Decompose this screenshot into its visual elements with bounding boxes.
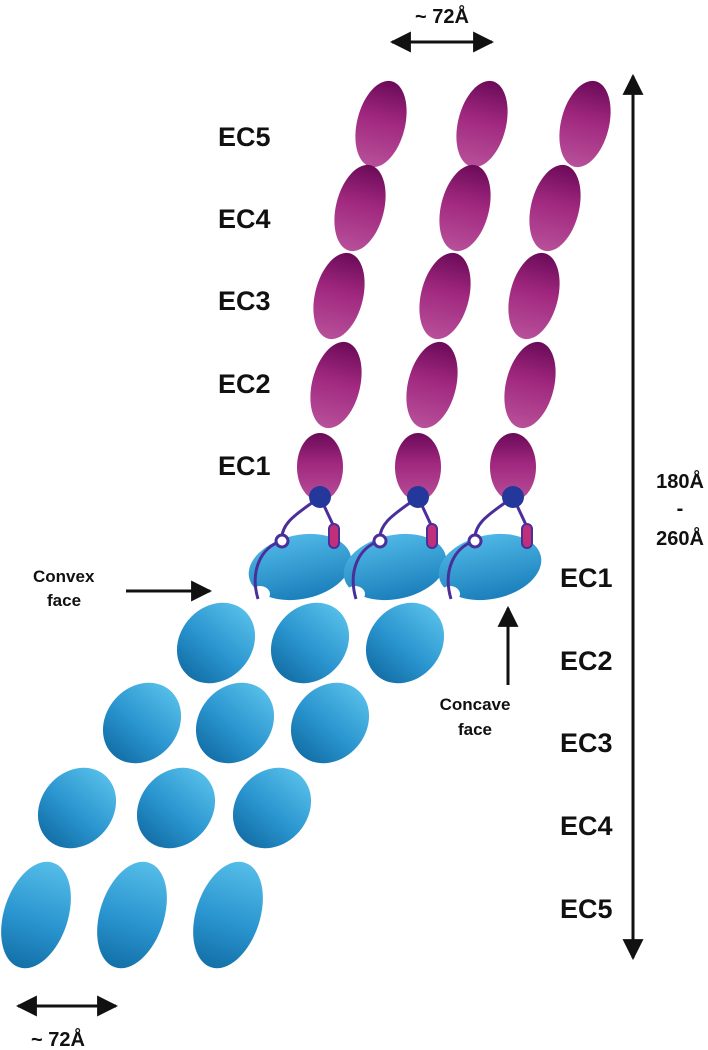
lower-strand-2-domain-ec1 bbox=[343, 533, 447, 601]
lower-strand-2-domain-ec5 bbox=[97, 861, 167, 969]
upper-domain-label-ec2: EC2 bbox=[218, 369, 271, 399]
concave-face-label-line1: Concave bbox=[440, 695, 511, 714]
lower-strand-3-domain-ec3 bbox=[290, 682, 370, 764]
upper-strand-1-domain-ec5 bbox=[355, 80, 407, 168]
bottom-width-label: ~ 72Å bbox=[31, 1027, 85, 1050]
lower-strand-1-domain-ec5 bbox=[1, 861, 71, 969]
upper-domain-label-ec5: EC5 bbox=[218, 122, 271, 152]
lower-strand-1-domain-ec3 bbox=[102, 682, 182, 764]
linker-region bbox=[253, 486, 533, 600]
upper-domain-label-ec4: EC4 bbox=[218, 204, 271, 234]
lower-strand-2-domain-ec4 bbox=[136, 767, 216, 849]
lower-domain-label-ec1: EC1 bbox=[560, 563, 613, 593]
lower-domain-label-ec2: EC2 bbox=[560, 646, 613, 676]
lower-strand-1-domain-ec2 bbox=[176, 602, 256, 684]
tip-marker bbox=[328, 523, 340, 549]
tip-marker bbox=[521, 523, 533, 549]
convex-face-label-line1: Convex bbox=[33, 567, 95, 586]
upper-cadherin-strands bbox=[297, 80, 611, 501]
linker-node bbox=[502, 486, 524, 508]
upper-strand-3-domain-ec2 bbox=[504, 341, 556, 429]
height-label-dash: - bbox=[677, 498, 684, 520]
upper-strand-1-domain-ec2 bbox=[310, 341, 362, 429]
lower-strand-3-domain-ec1 bbox=[438, 533, 542, 601]
upper-strand-2-domain-ec5 bbox=[456, 80, 508, 168]
upper-strand-3-domain-ec4 bbox=[529, 164, 581, 252]
lower-strand-3-domain-ec5 bbox=[193, 861, 263, 969]
upper-strand-2-domain-ec2 bbox=[406, 341, 458, 429]
height-label-top: 180Å bbox=[656, 469, 704, 493]
open-node bbox=[274, 533, 290, 549]
lower-cadherin-strands bbox=[1, 533, 542, 969]
upper-strand-1-domain-ec3 bbox=[313, 252, 365, 340]
lower-strand-1-domain-ec1 bbox=[248, 533, 352, 601]
upper-domain-label-ec1: EC1 bbox=[218, 451, 271, 481]
upper-domain-label-ec3: EC3 bbox=[218, 286, 271, 316]
upper-strand-2-domain-ec1 bbox=[395, 433, 441, 501]
open-node bbox=[372, 533, 388, 549]
linker-node bbox=[407, 486, 429, 508]
lower-domain-label-ec5: EC5 bbox=[560, 894, 613, 924]
upper-strand-2-domain-ec3 bbox=[419, 252, 471, 340]
face-notch bbox=[250, 586, 270, 602]
upper-strand-3-domain-ec1 bbox=[490, 433, 536, 501]
open-node bbox=[467, 533, 483, 549]
upper-strand-2-domain-ec4 bbox=[439, 164, 491, 252]
top-width-label: ~ 72Å bbox=[415, 4, 469, 28]
height-label-bottom: 260Å bbox=[656, 526, 704, 550]
lower-strand-3-domain-ec4 bbox=[232, 767, 312, 849]
upper-strand-3-domain-ec5 bbox=[559, 80, 611, 168]
upper-strand-1-domain-ec4 bbox=[334, 164, 386, 252]
concave-face-label-line2: face bbox=[458, 720, 492, 739]
lower-strand-3-domain-ec2 bbox=[365, 602, 445, 684]
lower-domain-label-ec3: EC3 bbox=[560, 728, 613, 758]
tip-marker bbox=[426, 523, 438, 549]
linker-node bbox=[309, 486, 331, 508]
lower-strand-2-domain-ec3 bbox=[195, 682, 275, 764]
upper-strand-1-domain-ec1 bbox=[297, 433, 343, 501]
lower-domain-label-ec4: EC4 bbox=[560, 811, 613, 841]
lower-strand-2-domain-ec2 bbox=[270, 602, 350, 684]
lower-strand-1-domain-ec4 bbox=[37, 767, 117, 849]
convex-face-label-line2: face bbox=[47, 591, 81, 610]
upper-strand-3-domain-ec3 bbox=[508, 252, 560, 340]
